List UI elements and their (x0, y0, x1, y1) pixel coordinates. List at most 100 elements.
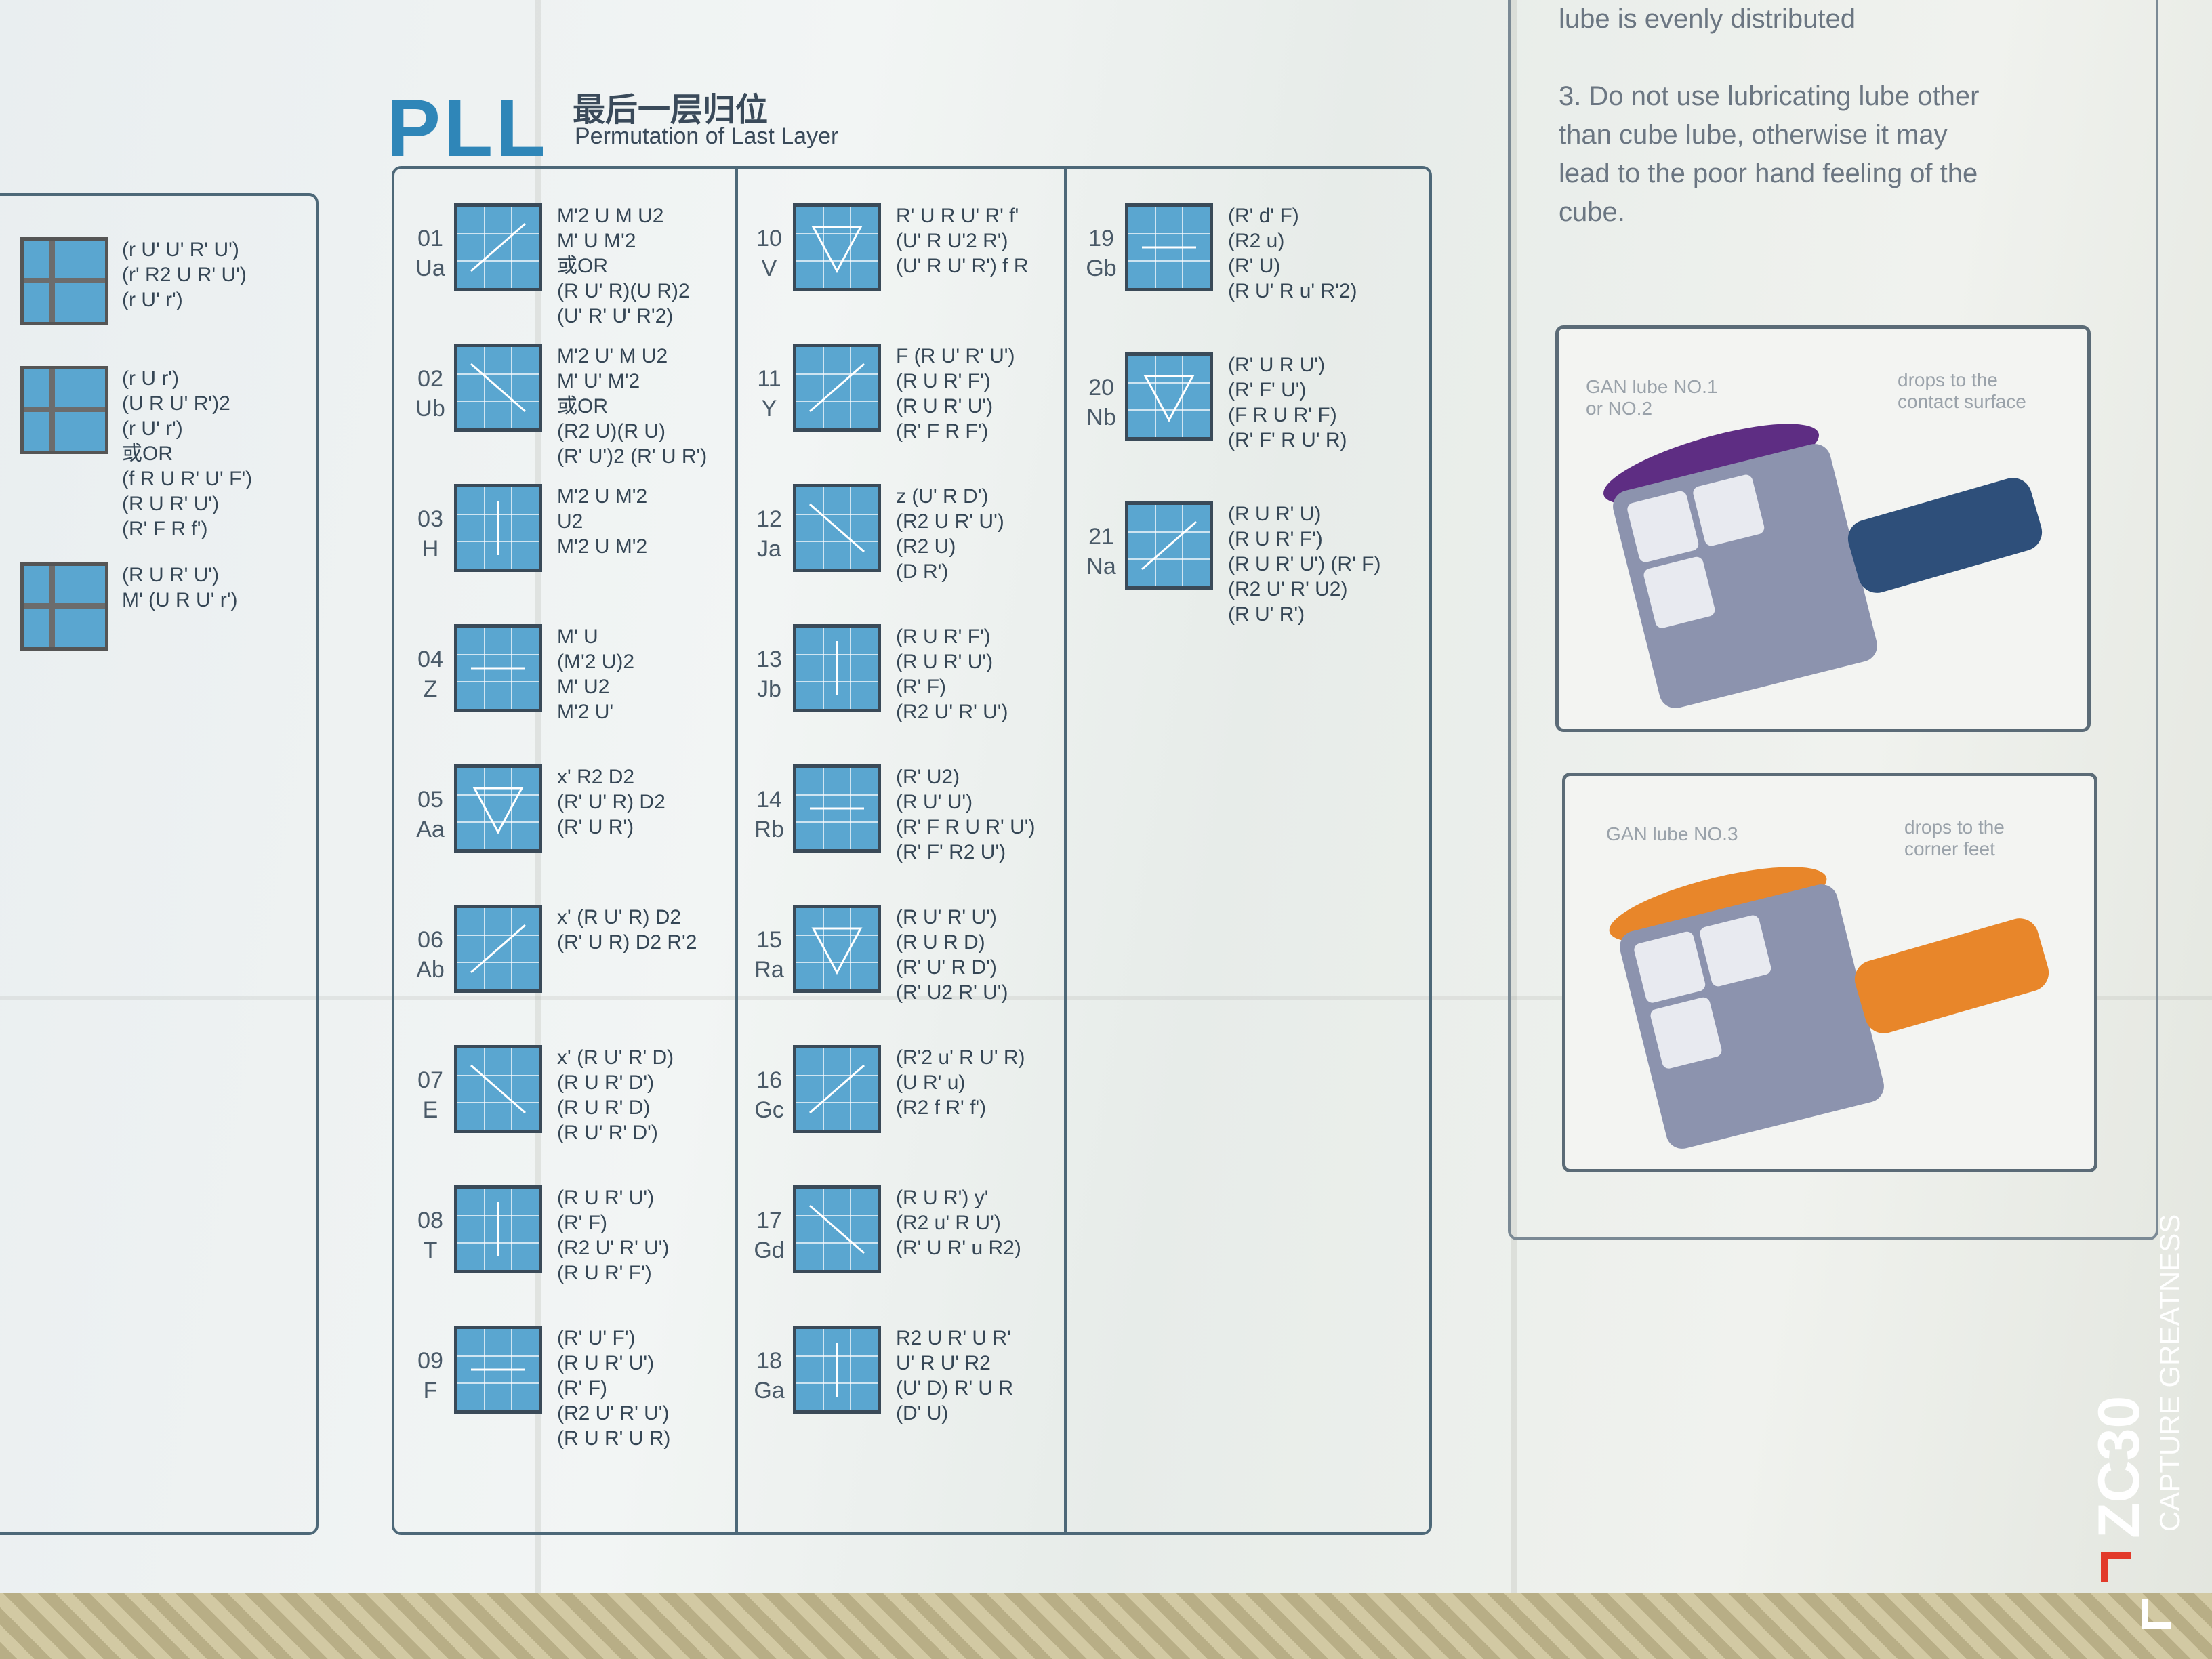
algorithm-line: (R U R' U') (122, 564, 220, 586)
pll-algorithm: R' U R U' R' f'(U' R U'2 R')(U' R U' R')… (896, 203, 1029, 279)
pll-case-name: Y (761, 396, 777, 422)
lube-card-1: GAN lube NO.1 or NO.2 drops to the conta… (1555, 325, 2091, 732)
pll-pattern-diagram (793, 344, 881, 432)
algorithm-line: U2 (557, 510, 583, 533)
algorithm-line: (R' F R U R' U') (896, 816, 1036, 838)
pll-algorithm: (R'2 u' R U' R)(U R' u)(R2 f R' f') (896, 1045, 1025, 1120)
algorithm-line: (R U R' F') (557, 1262, 652, 1284)
algorithm-line: (R U R' U') (557, 1352, 655, 1374)
pll-case-number: 20 (1088, 375, 1114, 401)
algorithm-line: (R2 U)(R U) (557, 420, 665, 443)
watermark-tagline: CAPTURE GREATNESS (2154, 1214, 2186, 1532)
algorithm-line: (R U R' U') (122, 493, 220, 515)
lube-instructions-text: lube is evenly distributed 3. Do not use… (1559, 0, 1979, 232)
algorithm-line: (R2 U R' U') (896, 510, 1004, 533)
oll-algorithm: (r U r')(U R U' R')2(r U' r')或OR(f R U R… (122, 366, 252, 541)
algorithm-line: (R U R') y' (896, 1187, 989, 1209)
pll-pattern-diagram (793, 203, 881, 291)
pll-case-name: T (423, 1237, 438, 1263)
fold-crease (0, 996, 2212, 1000)
pll-case-number: 14 (756, 787, 782, 813)
instruction-sheet: PLL 最后一层归位 Permutation of Last Layer (r … (0, 0, 2212, 1599)
algorithm-line: (R' U2) (896, 766, 960, 788)
pll-title: PLL (386, 83, 548, 173)
pll-pattern-diagram (793, 905, 881, 993)
algorithm-line: (R' F R f') (122, 518, 208, 540)
pll-pattern-diagram (1125, 501, 1213, 590)
permutation-arrows-icon (1128, 207, 1210, 288)
pll-pattern-diagram (793, 484, 881, 572)
pll-pattern-diagram (1125, 203, 1213, 291)
pll-pattern-diagram (793, 1045, 881, 1133)
permutation-arrows-icon (796, 1048, 878, 1130)
permutation-arrows-icon (796, 628, 878, 709)
algorithm-line: M'2 U M'2 (557, 535, 648, 558)
permutation-arrows-icon (796, 908, 878, 989)
pll-pattern-diagram (454, 1326, 542, 1414)
pll-case-number: 03 (417, 506, 443, 532)
algorithm-line: M' U (557, 626, 598, 648)
pll-algorithm: (R U R') y'(R2 u' R U')(R' U R' u R2) (896, 1185, 1021, 1261)
algorithm-line: M'2 U' (557, 701, 614, 723)
algorithm-line: (R U R D) (896, 931, 985, 954)
algorithm-line: (R2 u) (1228, 230, 1285, 252)
instruction-line: cube. (1559, 197, 1625, 227)
algorithm-line: (R' U R) D2 R'2 (557, 931, 697, 954)
algorithm-line: (F R U R' F) (1228, 404, 1337, 426)
permutation-arrows-icon (457, 487, 539, 569)
algorithm-line: U' R U' R2 (896, 1352, 991, 1374)
lube-card-1-label: GAN lube NO.1 or NO.2 (1586, 376, 1718, 419)
pll-case-number: 07 (417, 1067, 443, 1093)
pll-case-number: 19 (1088, 226, 1114, 251)
algorithm-line: (R' U) (1228, 255, 1281, 277)
algorithm-line: x' (R U' R' D) (557, 1046, 674, 1069)
pll-case-name: E (422, 1097, 438, 1123)
algorithm-line: (f R U R' U' F') (122, 468, 253, 490)
column-divider (735, 169, 738, 1532)
pll-case-number: 02 (417, 366, 443, 392)
algorithm-line: 或OR (557, 395, 608, 417)
algorithm-line: (R U R' F') (896, 626, 991, 648)
pll-case-name: Na (1086, 554, 1116, 579)
algorithm-line: (U' R U' R') f R (896, 255, 1029, 277)
pll-case-number: 11 (757, 366, 781, 392)
pll-algorithm: (R U R' U)(R U R' F')(R U R' U') (R' F)(… (1228, 501, 1380, 627)
pll-case-name: H (422, 536, 439, 562)
pll-pattern-diagram (793, 624, 881, 712)
pll-subtitle-en: Permutation of Last Layer (575, 123, 839, 149)
algorithm-line: (R2 U) (896, 535, 956, 558)
algorithm-line: M'2 U M'2 (557, 485, 648, 508)
algorithm-line: (R U' R' D') (557, 1122, 658, 1144)
pll-case-name: Ga (754, 1378, 785, 1404)
permutation-arrows-icon (457, 768, 539, 849)
pll-algorithm: x' R2 D2(R' U' R) D2(R' U R') (557, 764, 665, 840)
pll-case-name: Gc (754, 1097, 784, 1123)
pll-case-number: 13 (756, 647, 782, 672)
pll-case-name: Jb (757, 676, 781, 702)
pll-case-number: 17 (756, 1208, 782, 1233)
watermark-brand: ZC30 (2087, 1395, 2152, 1538)
permutation-arrows-icon (457, 1189, 539, 1270)
lube-card-2: GAN lube NO.3 drops to the corner feet (1562, 773, 2097, 1172)
permutation-arrows-icon (796, 1189, 878, 1270)
pll-pattern-diagram (793, 1326, 881, 1414)
pll-case-name: Ab (416, 957, 445, 983)
pll-case-number: 10 (756, 226, 782, 251)
algorithm-line: (r' R2 U R' U') (122, 264, 247, 286)
permutation-arrows-icon (457, 1048, 539, 1130)
pll-case-number: 01 (417, 226, 443, 251)
algorithm-line: (D' U) (896, 1402, 949, 1425)
watermark-corner-mark (2101, 1552, 2131, 1582)
algorithm-line: (R' F) (557, 1377, 608, 1399)
algorithm-line: (U R' u) (896, 1071, 966, 1094)
pll-pattern-diagram (793, 764, 881, 853)
algorithm-line: (R2 f R' f') (896, 1097, 987, 1119)
